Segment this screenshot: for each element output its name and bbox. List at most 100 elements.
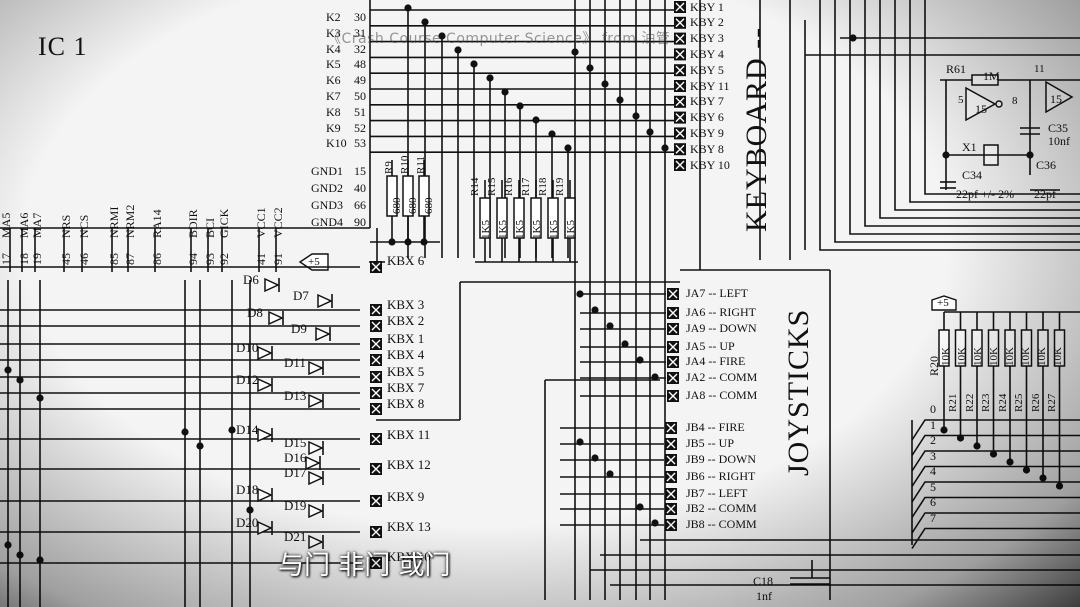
kbx-label: KBX 8 [387, 396, 425, 411]
bottom-pin-name: GICK [217, 208, 231, 238]
bus-number: 0 [930, 402, 936, 416]
diode-label: D17 [284, 465, 307, 480]
kby-label: KBY 10 [690, 157, 730, 172]
gnd-pin-name: GND2 [311, 181, 343, 195]
junction-dot [576, 290, 584, 298]
diode-label: D9 [291, 321, 307, 336]
bottom-pin-number: 46 [77, 253, 91, 265]
junction-dot [196, 442, 204, 450]
diode-symbol [308, 440, 324, 456]
junction-dot [636, 356, 644, 364]
bottom-pin-number: 41 [254, 253, 268, 265]
bus-wire [911, 527, 1080, 549]
rnet-value: 10K [956, 347, 968, 366]
rnet-name: R25 [1013, 393, 1025, 412]
junction-dot [973, 442, 981, 450]
rnet-vcc: +5 [937, 297, 949, 309]
bottom-pin-name: NRS [59, 214, 73, 238]
bus-number: 6 [930, 495, 936, 509]
ja-label: JA7 -- LEFT [686, 286, 748, 300]
bus-wire [911, 465, 1080, 487]
diode-label: D19 [284, 498, 307, 513]
bus-number: 1 [930, 417, 936, 432]
diode-symbol [308, 360, 324, 376]
jb-label: JB7 -- LEFT [686, 486, 748, 500]
c36-label: C36 [1036, 158, 1057, 172]
bottom-pin-number: 19 [30, 253, 44, 265]
junction-dot [661, 144, 669, 152]
bottom-pin-name: RA14 [150, 209, 164, 238]
k-pin-number: 48 [354, 57, 366, 72]
k-pin-name: K5 [326, 57, 341, 72]
k-pin-number: 51 [354, 104, 366, 119]
vcc-plus5: +5 [308, 256, 320, 268]
junction-dot [1039, 474, 1047, 482]
ja-label: JA5 -- UP [686, 339, 735, 353]
k-pin-name: K8 [326, 104, 341, 119]
bottom-pin-number: 93 [203, 253, 217, 265]
osc-pin11: 11 [1034, 63, 1045, 75]
resistor-name: R9 [383, 161, 395, 174]
ja-label: JA6 -- RIGHT [686, 305, 756, 319]
diode-symbol [257, 377, 273, 393]
k-pin-number: 53 [354, 136, 366, 151]
osc-pin8: 8 [1012, 95, 1018, 107]
junction-dot [942, 151, 950, 159]
k-pin-number: 52 [354, 120, 366, 135]
bottom-pin-number: 18 [17, 253, 31, 265]
video-watermark: 《Crash Course Computer Science》 from 油管 [327, 31, 671, 47]
kby-label: KBY 5 [690, 62, 724, 77]
rnet-name: R23 [980, 393, 992, 412]
bus-wire [911, 481, 1080, 503]
inverter-bubble [995, 100, 1003, 108]
bottom-pin-name: MA6 [17, 212, 31, 238]
diode-label: D16 [284, 450, 307, 465]
diode-label: D14 [236, 422, 259, 437]
bottom-pin-number: 17 [0, 253, 13, 265]
diode-symbol [257, 345, 273, 361]
junction-dot [601, 80, 609, 88]
diode-symbol [268, 310, 284, 326]
bottom-pin-name: NCS [77, 214, 91, 238]
jb-label: JB5 -- UP [686, 436, 735, 450]
rnet-name: R26 [1029, 393, 1042, 412]
junction-dot [616, 96, 624, 104]
gnd-pin-number: 90 [354, 215, 366, 229]
resistor-value: 1K5 [565, 220, 577, 239]
gnd-pin-name: GND1 [311, 164, 343, 178]
junction-dot [591, 306, 599, 314]
rnet-name: R22 [963, 393, 976, 412]
bottom-pin-name: MA5 [0, 212, 13, 238]
kbx-label: KBX 2 [387, 313, 425, 328]
ic-title: IC 1 [38, 32, 88, 61]
junction-dot [571, 48, 579, 56]
resistor-value: 1K5 [480, 220, 492, 239]
diode-label: D20 [236, 515, 259, 530]
junction-dot [4, 541, 12, 549]
k-pin-number: 49 [354, 73, 366, 88]
ja-label: JA8 -- COMM [686, 388, 758, 402]
rnet-value: 10K [1004, 347, 1016, 366]
kbx-label: KBX 3 [387, 297, 425, 312]
kbx-label: KBX 1 [387, 331, 425, 346]
junction-dot [1055, 482, 1064, 490]
resistor-value: 1K5 [548, 220, 560, 239]
r20-label: R20 [927, 355, 941, 376]
resistor-name: R17 [520, 177, 532, 196]
rnet-name: R27 [1046, 393, 1058, 412]
resistor-name: R16 [503, 177, 515, 196]
rnet-value: 10K [1036, 347, 1048, 366]
bottom-pin-name: BDIR [186, 209, 200, 238]
rnet-value: 10K [972, 347, 984, 366]
kby-label: KBY 3 [690, 31, 724, 46]
junction-dot [646, 128, 654, 136]
x1-label: X1 [962, 140, 977, 154]
junction-dot [621, 340, 629, 348]
r61-value: 1M [983, 69, 1000, 83]
k-pin-name: K6 [326, 73, 341, 88]
kbx-label: KBX 4 [387, 347, 425, 362]
osc-gate-num-2: 15 [1050, 92, 1062, 106]
bus-number: 7 [930, 510, 936, 525]
junction-dot [228, 426, 236, 434]
junction-dot [591, 454, 599, 462]
